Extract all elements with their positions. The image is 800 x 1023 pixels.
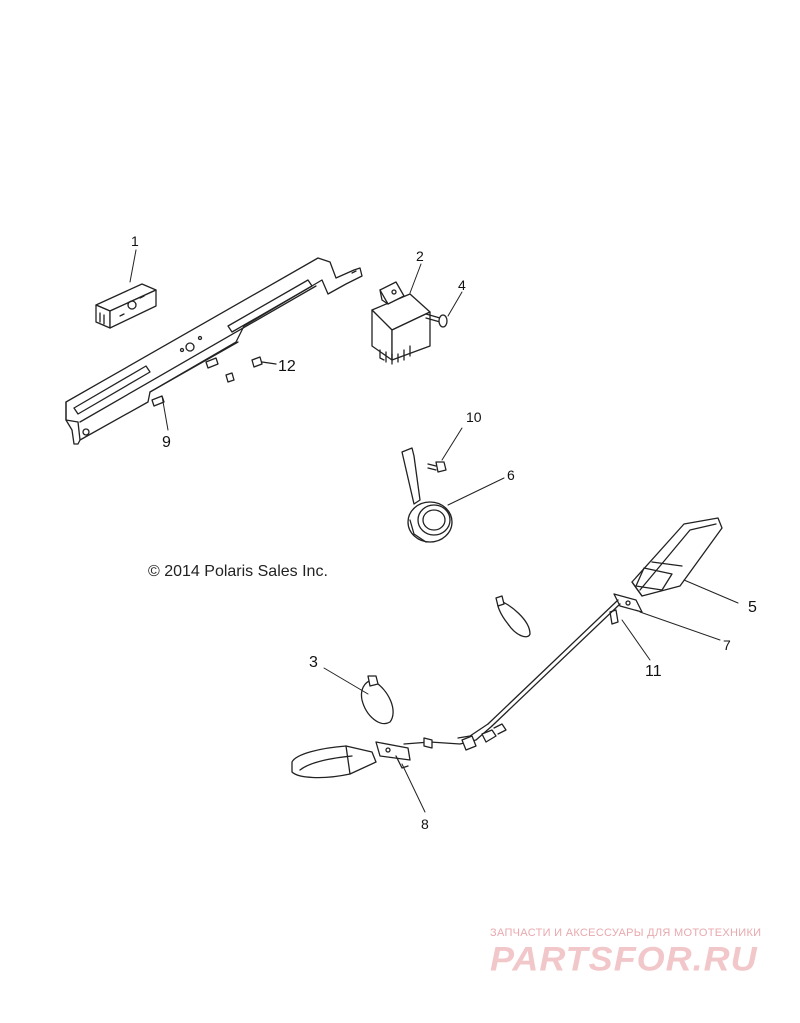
callout-3: 3 [309,654,318,671]
leader-lines [129,249,739,813]
callout-5: 5 [748,599,757,616]
part-6-horn [401,447,453,543]
callout-7: 7 [723,637,731,653]
callout-11: 11 [645,663,662,680]
callout-10: 10 [466,409,482,425]
watermark-logo: PARTSFOR.RU [490,939,758,978]
callout-1: 1 [131,233,139,249]
part-4-screw [425,313,448,328]
callout-9: 9 [162,434,171,451]
part-10-bolt [427,461,447,473]
part-7-plate [613,593,643,613]
callout-6: 6 [507,467,515,483]
wire-harness [403,599,621,751]
part-2-module [371,281,431,365]
part-8-turn-signal [291,741,411,779]
callout-2: 2 [416,248,424,264]
watermark-tagline: ЗАПЧАСТИ И АКСЕССУАРЫ ДЛЯ МОТОТЕХНИКИ [490,927,762,939]
callout-12: 12 [278,358,296,375]
part-1-connector [95,283,157,329]
part-3-zip-tie [360,675,394,725]
part-12-nut [225,356,277,383]
part-11-spacer [609,609,619,625]
zip-tie-upper [495,595,531,638]
callout-8: 8 [421,816,429,832]
part-5-turn-signal [631,517,723,597]
callout-4: 4 [458,277,466,293]
callout-labels: 1 2 3 4 5 6 7 8 9 10 11 12 [131,233,757,832]
part-9-bracket [65,257,363,445]
copyright-notice: © 2014 Polaris Sales Inc. [148,563,328,580]
